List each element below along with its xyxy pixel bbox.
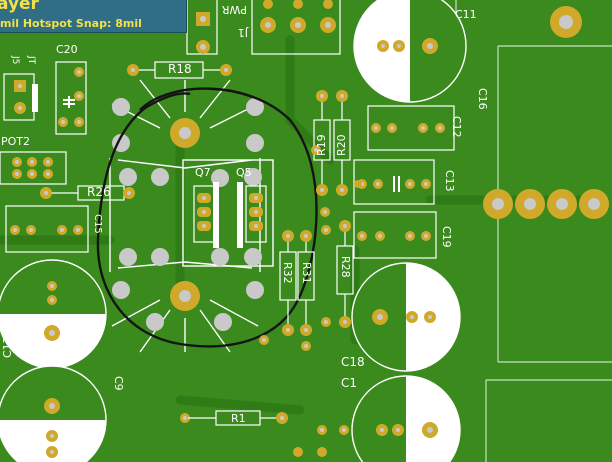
label-r20: R20 bbox=[335, 134, 348, 156]
j5-footprint[interactable] bbox=[3, 73, 38, 121]
c12-footprint[interactable] bbox=[367, 105, 455, 151]
r32-footprint[interactable] bbox=[279, 230, 297, 336]
label-r28: R28 bbox=[339, 256, 352, 278]
label-c19: C19 bbox=[440, 226, 453, 248]
r20-footprint[interactable] bbox=[333, 90, 351, 196]
pot2-footprint[interactable] bbox=[0, 151, 67, 185]
c13-footprint[interactable] bbox=[353, 159, 435, 205]
c20-footprint[interactable] bbox=[55, 61, 87, 135]
label-c16: C16 bbox=[476, 88, 489, 110]
label-q7: Q7 bbox=[195, 166, 211, 179]
r19-footprint[interactable] bbox=[313, 90, 331, 196]
r1-footprint[interactable] bbox=[188, 410, 288, 426]
label-c18: C18 bbox=[341, 355, 365, 369]
c18-footprint[interactable] bbox=[351, 262, 461, 372]
label-c12: C12 bbox=[450, 116, 463, 138]
label-r1: R1 bbox=[231, 412, 246, 425]
c1-footprint[interactable] bbox=[351, 375, 461, 462]
label-j1: J1 bbox=[237, 26, 248, 39]
vias bbox=[180, 145, 362, 457]
c19-footprint[interactable] bbox=[353, 211, 437, 259]
layer-hud: ayer mil Hotspot Snap: 8mil bbox=[0, 0, 187, 33]
hand-drawn-circle bbox=[96, 87, 318, 348]
r28-footprint[interactable] bbox=[336, 220, 354, 328]
label-c13: C13 bbox=[443, 170, 456, 192]
hud-layer-title: ayer bbox=[0, 0, 39, 14]
label-pwr: PWR bbox=[221, 3, 247, 16]
c16-footprint[interactable] bbox=[483, 6, 609, 219]
label-j5: J5 bbox=[10, 56, 20, 65]
hud-snap-info: mil Hotspot Snap: 8mil bbox=[0, 17, 142, 30]
label-c15: C15 bbox=[92, 214, 103, 234]
r31-footprint[interactable] bbox=[297, 230, 315, 336]
label-c17: C17 bbox=[1, 336, 14, 358]
label-r26: R26 bbox=[87, 185, 111, 199]
label-q5: Q5 bbox=[236, 166, 252, 179]
label-c20: C20 bbox=[56, 43, 78, 56]
c15-footprint[interactable] bbox=[5, 205, 89, 253]
label-r19: R19 bbox=[315, 134, 328, 156]
label-c1: C1 bbox=[341, 376, 358, 390]
c9-footprint[interactable] bbox=[0, 365, 107, 462]
label-jt: JT bbox=[26, 56, 36, 65]
c11-footprint[interactable] bbox=[353, 0, 467, 103]
q5-footprint[interactable] bbox=[237, 182, 267, 248]
label-c9: C9 bbox=[112, 376, 125, 391]
label-pot2: POT2 bbox=[1, 135, 31, 148]
label-c11: C11 bbox=[455, 8, 477, 21]
label-r31: R31 bbox=[300, 262, 313, 284]
label-r18: R18 bbox=[168, 62, 192, 76]
r18-footprint[interactable] bbox=[127, 61, 232, 79]
q7-footprint[interactable] bbox=[193, 182, 219, 248]
label-r32: R32 bbox=[281, 262, 294, 284]
c17-footprint[interactable] bbox=[0, 259, 107, 369]
